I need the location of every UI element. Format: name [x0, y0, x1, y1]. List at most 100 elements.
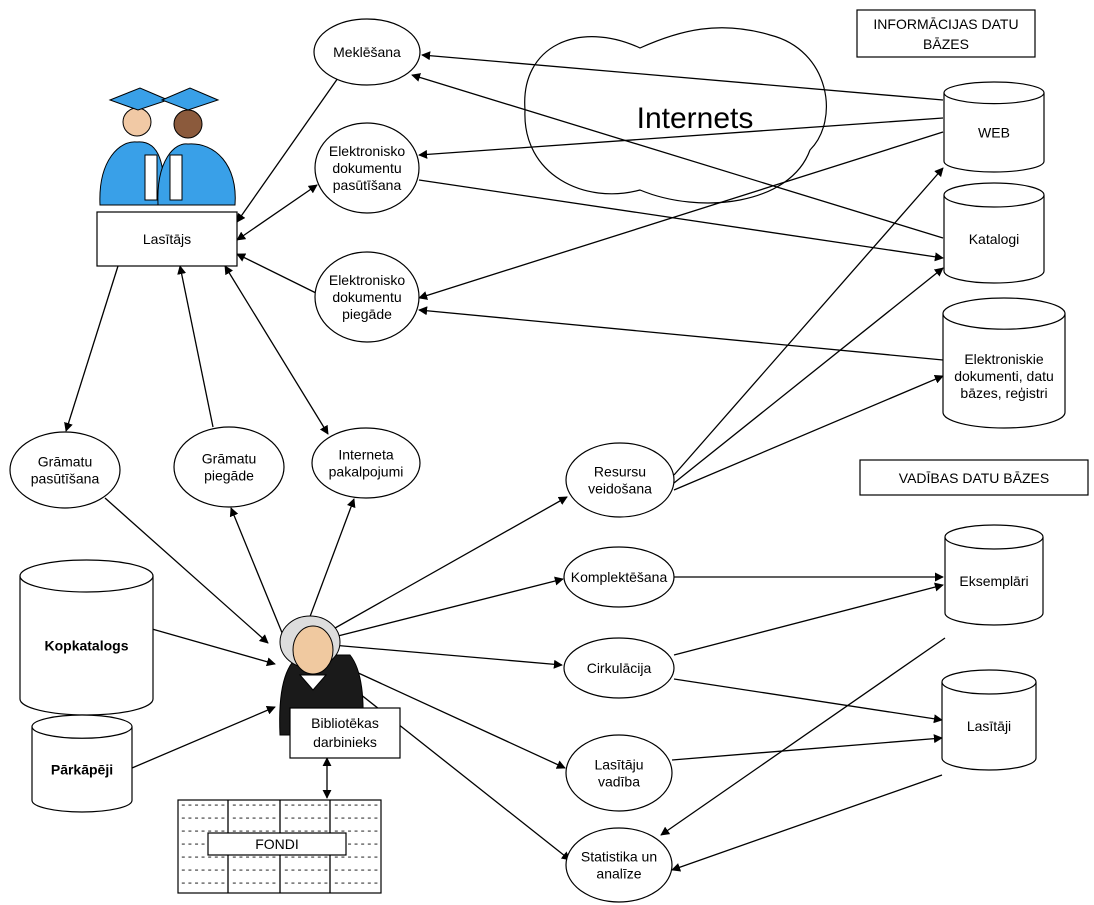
connector-arrow: [236, 184, 318, 241]
process-book-delivery-label-line2: piegāde: [204, 468, 254, 484]
librarian-label-line1: Bibliotēkas: [311, 715, 379, 731]
process-acquisition-label-line1: Komplektēšana: [571, 569, 668, 585]
process-e-delivery-label-line3: piegāde: [342, 306, 392, 322]
reader-label: Lasītājs: [143, 231, 191, 247]
connector-arrow: [335, 674, 571, 861]
process-statistics-label-line2: analīze: [596, 866, 641, 882]
students-clipart-icon: [99, 87, 236, 206]
funds-cell: -------: [283, 800, 329, 812]
process-e-order-label-line1: Elektronisko: [329, 143, 405, 159]
connector-arrow: [137, 624, 276, 667]
process-reader-mgmt-label-line1: Lasītāju: [594, 757, 643, 773]
process-e-delivery-label-line2: dokumentu: [332, 289, 401, 305]
connector-arrow: [229, 507, 286, 641]
database-catalogs-label-line1: Katalogi: [969, 231, 1020, 247]
connector-arrow: [418, 131, 944, 300]
funds-cell: -------: [231, 878, 277, 890]
process-circulation[interactable]: Cirkulācija: [563, 637, 675, 699]
connector-arrow: [673, 375, 944, 491]
funds-cell: -------: [231, 813, 277, 825]
connector-arrow: [236, 253, 319, 295]
info-db-header-line1: INFORMĀCIJAS DATU: [873, 16, 1018, 32]
reader-actor[interactable]: Lasītājs: [96, 87, 238, 267]
process-book-order-label-line2: pasūtīšana: [31, 471, 100, 487]
database-copies-label-line1: Eksemplāri: [959, 573, 1028, 589]
database-copies[interactable]: Eksemplāri: [944, 524, 1044, 626]
management-databases-header: VADĪBAS DATU BĀZES: [859, 459, 1089, 496]
connector-arrow: [671, 734, 943, 761]
connector-arrow: [177, 265, 214, 428]
info-db-header-line2: BĀZES: [923, 36, 969, 52]
funds-cell: -------: [283, 878, 329, 890]
connector-arrow: [418, 306, 944, 361]
process-e-order-label-line3: pasūtīšana: [333, 177, 402, 193]
connector-arrow: [224, 265, 329, 435]
edges: [64, 51, 946, 872]
database-union-catalog[interactable]: Kopkatalogs: [19, 559, 154, 716]
connector-arrow: [329, 659, 566, 769]
librarian-actor[interactable]: Bibliotēkas darbinieks: [279, 615, 401, 759]
process-search-label-line1: Meklēšana: [333, 44, 401, 60]
connector-arrow: [673, 267, 944, 484]
connector-arrow: [131, 706, 276, 769]
process-book-order-label-line1: Grāmatu: [38, 454, 92, 470]
process-circulation-label-line1: Cirkulācija: [587, 660, 652, 676]
database-union-catalog-label-line1: Kopkatalogs: [44, 638, 128, 654]
database-web[interactable]: WEB: [943, 81, 1045, 173]
process-search[interactable]: Meklēšana: [313, 18, 421, 86]
process-statistics-label-line1: Statistika un: [581, 849, 657, 865]
librarian-label-line2: darbinieks: [313, 734, 377, 750]
connector-arrow: [327, 496, 568, 633]
database-edocs-label-line3: bāzes, reģistri: [960, 385, 1047, 401]
processes: MeklēšanaElektroniskodokumentupasūtīšana…: [9, 18, 675, 903]
connector-arrow: [331, 644, 563, 669]
connector-arrow: [418, 117, 944, 159]
connector-arrow: [673, 167, 944, 476]
funds-cell: -------: [333, 813, 379, 825]
connector-arrow: [673, 582, 944, 656]
funds-cell: -------: [333, 878, 379, 890]
database-catalogs[interactable]: Katalogi: [943, 182, 1045, 284]
internet-label: Internets: [637, 102, 754, 135]
funds-cell: -------: [231, 800, 277, 812]
funds-table[interactable]: ----------------------------------------…: [177, 799, 382, 894]
database-violators[interactable]: Pārkāpēji: [31, 714, 133, 813]
mgmt-db-header: VADĪBAS DATU BĀZES: [899, 470, 1049, 486]
connector-arrow: [104, 497, 269, 644]
funds-cell: -------: [333, 865, 379, 877]
info-databases-header: INFORMĀCIJAS DATU BĀZES: [856, 9, 1036, 58]
connector-arrow: [421, 51, 944, 101]
database-readers-label-line1: Lasītāji: [967, 718, 1011, 734]
connector-arrow: [418, 179, 944, 262]
connector-arrow: [660, 637, 946, 836]
connector-arrow: [671, 774, 943, 872]
funds-cell: -------: [180, 800, 226, 812]
funds-cell: -------: [180, 865, 226, 877]
funds-cell: -------: [180, 813, 226, 825]
process-book-delivery-label-line1: Grāmatu: [202, 451, 256, 467]
process-e-delivery-label-line1: Elektronisko: [329, 272, 405, 288]
funds-label: FONDI: [255, 836, 299, 852]
funds-cell: -------: [283, 865, 329, 877]
database-edocs-label-line1: Elektroniskie: [964, 351, 1044, 367]
funds-cell: -------: [333, 800, 379, 812]
funds-cell: -------: [180, 878, 226, 890]
database-readers[interactable]: Lasītāji: [941, 669, 1037, 771]
funds-cell: -------: [283, 813, 329, 825]
connector-arrow: [329, 576, 564, 639]
process-acquisition[interactable]: Komplektēšana: [563, 546, 675, 608]
internet-cloud: Internets: [524, 27, 827, 204]
connector-arrow: [64, 265, 119, 432]
process-resources-label-line1: Resursu: [594, 464, 646, 480]
connector-arrow: [411, 73, 944, 239]
